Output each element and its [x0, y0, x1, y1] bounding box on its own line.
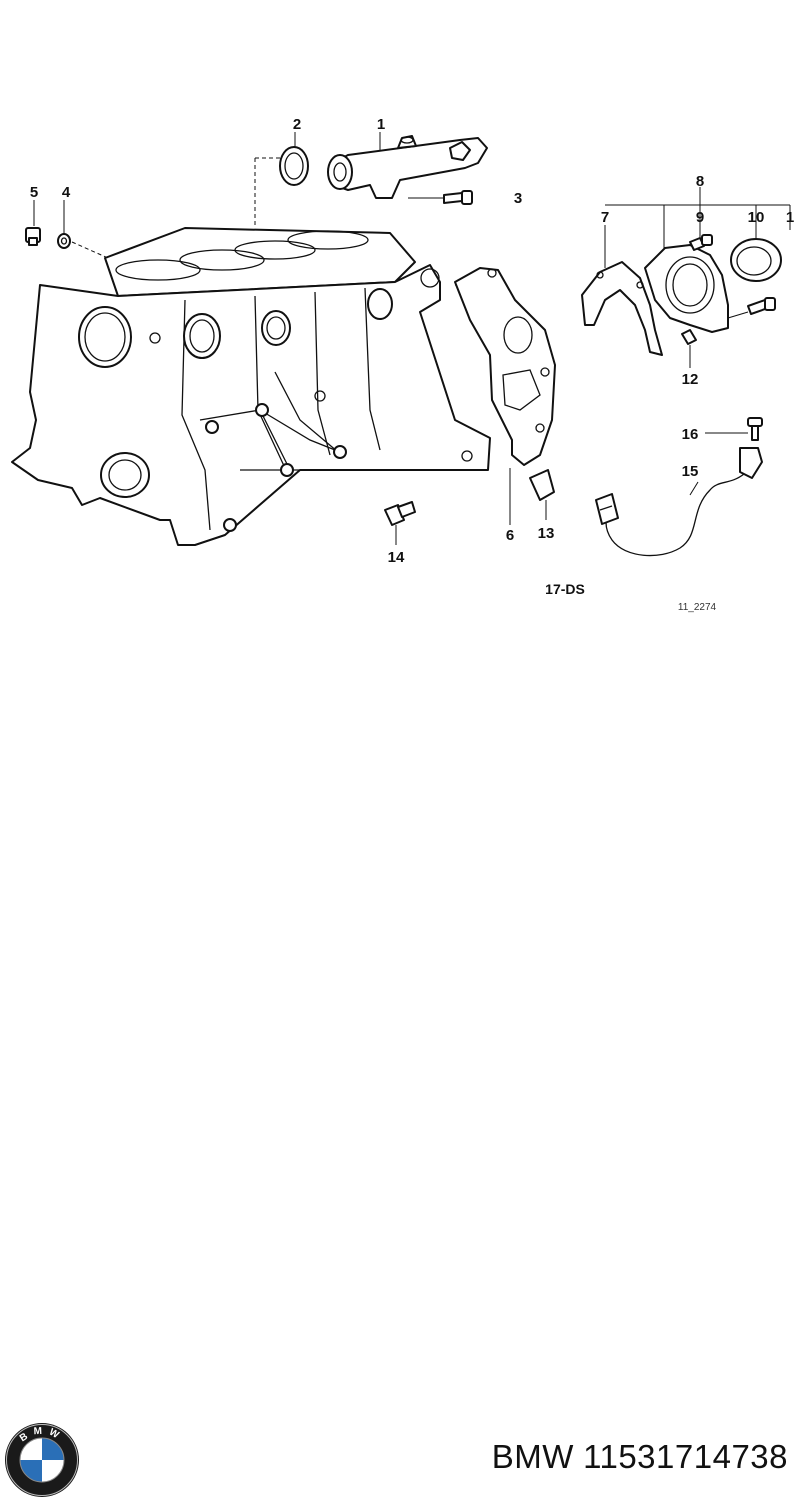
bmw-logo-icon: BMW: [5, 1423, 79, 1497]
sealing-cap: [529, 469, 555, 501]
callout-1-right: 1: [786, 209, 794, 226]
part-number: 11531714738: [583, 1438, 788, 1475]
o-ring: [279, 146, 309, 186]
pipe-bolt: [408, 190, 473, 205]
gasket: [454, 267, 556, 466]
callout-10: 10: [748, 209, 765, 226]
callout-2: 2: [293, 116, 301, 133]
callout-9: 9: [696, 209, 704, 226]
coolant-pipe: [327, 135, 488, 199]
part-caption: BMW 11531714738: [492, 1438, 788, 1476]
carrier-bolt: [689, 234, 713, 251]
footer: BMW BMW 11531714738: [0, 700, 800, 1497]
drawing-code: 11_2274: [678, 602, 717, 613]
callout-15: 15: [682, 463, 699, 480]
plug-screw: [384, 501, 416, 526]
washer: [57, 233, 71, 249]
callout-8: 8: [696, 173, 704, 190]
leader-lines: [33, 132, 791, 545]
callout-16: 16: [682, 426, 699, 443]
callout-5: 5: [30, 184, 38, 201]
callout-14: 14: [388, 549, 405, 566]
drain-screw: [25, 227, 41, 246]
parts-diagram: 1 2 3 4 5 6 7 8 9 10 1 12 13 14 15 16 17…: [11, 116, 794, 613]
knock-sensor: [595, 447, 763, 557]
seal-carrier: [644, 244, 729, 333]
callout-13: 13: [538, 525, 555, 542]
callout-1: 1: [377, 116, 385, 133]
dowel-pin: [681, 329, 697, 345]
carrier-screw: [747, 297, 776, 315]
group-label: 17-DS: [545, 581, 585, 597]
callout-7: 7: [601, 209, 609, 226]
callout-3: 3: [514, 190, 522, 207]
callout-4: 4: [62, 184, 71, 201]
engine-block: [11, 157, 501, 546]
seal-carrier-gasket: [581, 261, 663, 356]
callout-labels: 1 2 3 4 5 6 7 8 9 10 1 12 13 14 15 16 17…: [30, 116, 794, 613]
callout-6: 6: [506, 527, 514, 544]
callout-12: 12: [682, 371, 699, 388]
shaft-seal: [730, 238, 782, 282]
brand-name: BMW: [491, 1438, 574, 1475]
sensor-bolt: [747, 417, 763, 441]
